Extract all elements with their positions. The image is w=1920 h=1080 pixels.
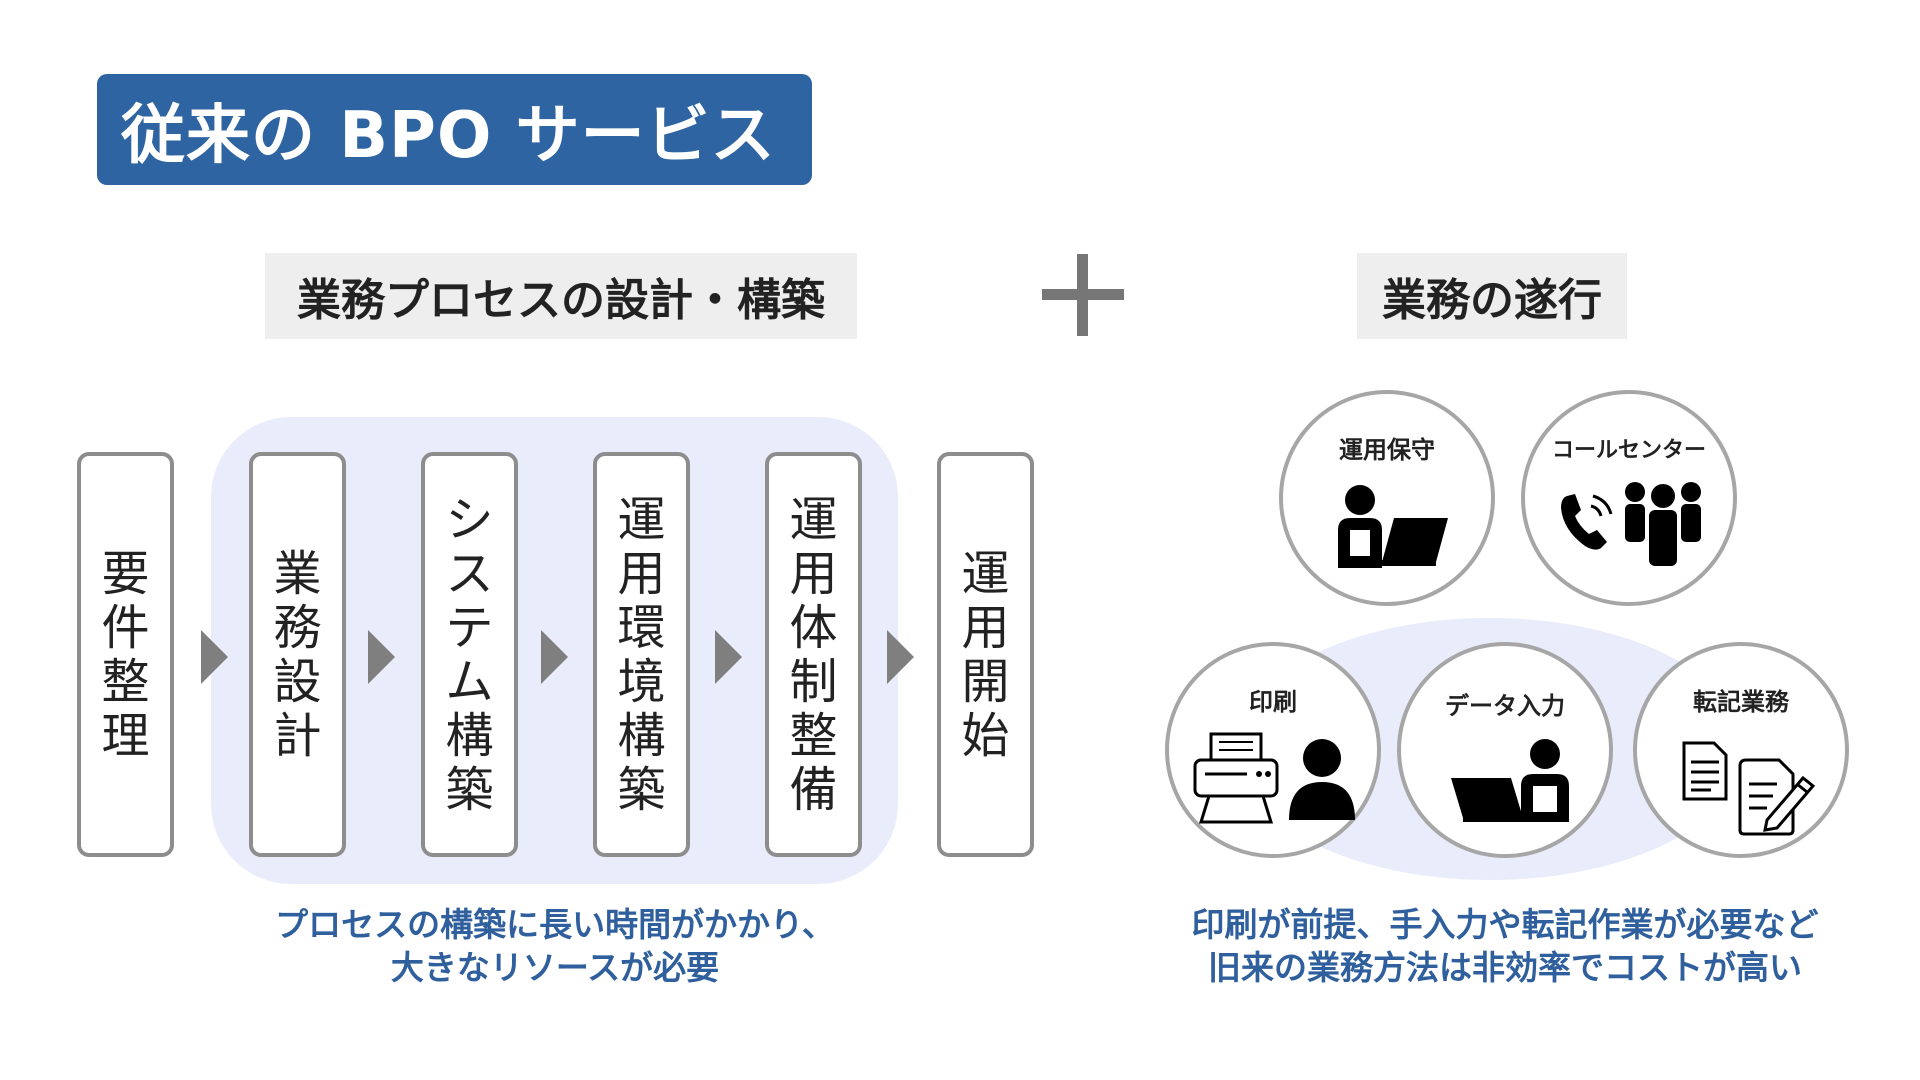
caption-line: プロセスの構築に長い時間がかかり、 [275,905,835,944]
flow-arrow-icon [368,630,395,684]
task-call-center: コールセンター [1521,390,1737,606]
step-char: 築 [617,761,666,818]
tasks-caption: 印刷が前提、手入力や転記作業が必要など 旧来の業務方法は非効率でコストが高い [1150,903,1860,989]
process-step-business-design: 業 務 設 計 [249,452,346,857]
execution-section-label-text: 業務の遂行 [1382,275,1602,326]
process-step-operations-setup: 運 用 体 制 整 備 [765,452,862,857]
step-char: 用 [789,545,838,602]
step-char: 用 [961,599,1010,656]
person-icon [1289,739,1355,820]
task-label: 運用保守 [1339,436,1435,464]
step-char: 構 [445,707,494,764]
step-char: 設 [273,653,322,710]
process-step-environment-build: 運 用 環 境 構 築 [593,452,690,857]
step-char: 備 [789,761,838,818]
flow-arrow-icon [715,630,742,684]
flow-arrow-icon [541,630,568,684]
plus-icon [1042,254,1124,336]
step-char: 環 [617,599,666,656]
step-char: 務 [273,599,322,656]
step-char: ス [445,545,494,602]
phone-icon [1561,494,1613,550]
team-icon [1625,482,1701,566]
document-pen-icon [1738,758,1816,836]
step-char: 境 [617,653,666,710]
step-char: 件 [101,599,150,656]
printer-icon [1193,732,1279,824]
step-char: 整 [789,707,838,764]
process-step-operations-start: 運 用 開 始 [937,452,1034,857]
task-label: コールセンター [1551,438,1706,463]
task-data-entry: データ入力 [1397,642,1613,858]
step-char: 運 [961,545,1010,602]
design-section-label-text: 業務プロセスの設計・構築 [297,275,825,326]
step-char: テ [445,599,494,656]
step-char: 構 [617,707,666,764]
step-char: 整 [101,653,150,710]
step-char: 運 [789,491,838,548]
document-icon [1682,741,1728,801]
step-char: 運 [617,491,666,548]
design-section-label: 業務プロセスの設計・構築 [265,253,857,339]
process-caption: プロセスの構築に長い時間がかかり、 大きなリソースが必要 [220,903,890,989]
step-char: 始 [961,707,1010,764]
task-maintenance: 運用保守 [1279,390,1495,606]
caption-line: 旧来の業務方法は非効率でコストが高い [1208,948,1802,987]
process-step-system-build: シ ス テ ム 構 築 [421,452,518,857]
task-label: 印刷 [1249,688,1297,716]
person-laptop-icon [1451,739,1569,822]
process-step-requirements: 要 件 整 理 [77,452,174,857]
step-char: 制 [789,653,838,710]
task-label: データ入力 [1445,692,1565,720]
task-label: 転記業務 [1693,688,1789,716]
step-char: 体 [789,599,838,656]
step-char: 築 [445,761,494,818]
step-char: 業 [273,545,322,602]
step-char: 理 [101,707,150,764]
step-char: 要 [101,545,150,602]
page-title: 従来の BPO サービス [97,74,812,185]
step-char: シ [445,491,494,548]
caption-line: 大きなリソースが必要 [390,948,720,987]
person-laptop-icon [1338,485,1448,568]
task-printing: 印刷 [1165,642,1381,858]
step-char: 用 [617,545,666,602]
execution-section-label: 業務の遂行 [1357,253,1627,339]
page-title-text: 従来の BPO サービス [121,98,776,173]
step-char: ム [445,653,494,710]
step-char: 開 [961,653,1010,710]
caption-line: 印刷が前提、手入力や転記作業が必要など [1191,905,1819,944]
task-transcription: 転記業務 [1633,642,1849,858]
flow-arrow-icon [887,630,914,684]
flow-arrow-icon [201,630,228,684]
step-char: 計 [273,707,322,764]
